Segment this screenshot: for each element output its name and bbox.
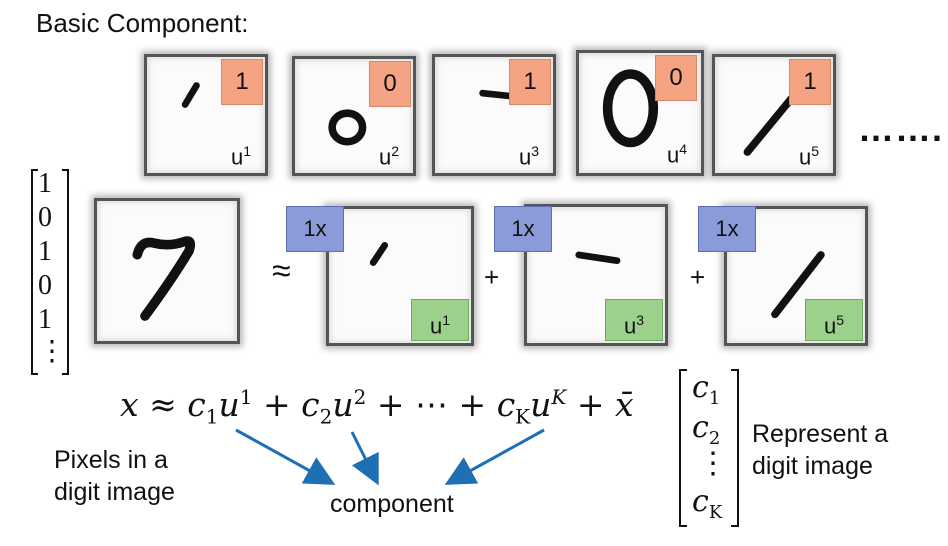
coef-u1: 1x <box>286 206 344 252</box>
c-vector: c1 c2 ⋮ cK <box>678 368 740 528</box>
label-u3: u3 <box>519 143 540 170</box>
term-u1-image: u1 <box>326 206 474 346</box>
term-label-u1: u1 <box>411 299 469 341</box>
tag-u4: 0 <box>655 55 697 101</box>
c-vector-brackets <box>679 369 739 527</box>
label-u5: u5 <box>799 143 820 170</box>
tag-u1: 1 <box>221 59 263 105</box>
stroke-u2 <box>328 109 367 146</box>
stroke-u4 <box>602 69 659 148</box>
note-represent: Represent a digit image <box>752 420 889 480</box>
note-pixels: Pixels in a digit image <box>54 446 175 506</box>
term-stroke-u1 <box>369 242 389 266</box>
component-u1-image: 1 u1 <box>144 54 268 176</box>
coef-u5: 1x <box>698 206 756 252</box>
label-u2: u2 <box>379 143 400 170</box>
vector-entry: ⋮ <box>38 336 66 367</box>
label-u1: u1 <box>231 143 252 170</box>
vector-brackets <box>31 169 69 375</box>
vector-entry: 0 <box>38 202 52 233</box>
stroke-u5 <box>743 95 795 156</box>
arrow-to-component <box>444 428 545 485</box>
vector-entry: 0 <box>38 270 52 301</box>
tag-u3: 1 <box>509 59 551 105</box>
plus-symbol: + <box>484 262 500 292</box>
note-component: component <box>330 490 454 518</box>
stroke-seven <box>132 236 196 321</box>
component-u2-image: 0 u2 <box>292 56 416 176</box>
plus-symbol: + <box>690 262 706 292</box>
vector-entry: 1 <box>38 236 52 267</box>
tag-u5: 1 <box>789 59 831 105</box>
vector-entry: 1 <box>38 304 52 335</box>
digit-seven-image <box>94 198 240 344</box>
more-components-ellipsis: ……. <box>858 108 944 149</box>
pca-formula: x ≈ c1u1 + c2u2 + ⋯ + cKuK + x̄ <box>120 385 634 429</box>
vector-entry: 1 <box>38 168 52 199</box>
label-u4: u4 <box>667 141 688 168</box>
diagram-title: Basic Component: <box>36 8 249 38</box>
arrow-to-component <box>350 431 379 486</box>
stroke-u1 <box>181 82 200 108</box>
c-entry-1: c1 <box>692 370 721 409</box>
component-u4-image: 0 u4 <box>576 50 704 176</box>
coef-u3: 1x <box>494 206 552 252</box>
term-stroke-u3 <box>575 251 621 264</box>
component-u3-image: 1 u3 <box>432 54 556 176</box>
component-u5-image: 1 u5 <box>712 54 836 176</box>
c-entry-ellipsis: ⋮ <box>698 446 728 481</box>
tag-u2: 0 <box>369 61 411 107</box>
term-stroke-u5 <box>771 251 825 319</box>
approx-symbol: ≈ <box>272 252 291 290</box>
c-entry-2: c2 <box>692 410 721 449</box>
term-label-u3: u3 <box>605 299 663 341</box>
term-label-u5: u5 <box>805 299 863 341</box>
c-entry-k: cK <box>692 484 723 523</box>
binary-coefficient-vector: 1 0 1 0 1 ⋮ <box>30 168 70 378</box>
arrow-to-component <box>235 428 336 485</box>
